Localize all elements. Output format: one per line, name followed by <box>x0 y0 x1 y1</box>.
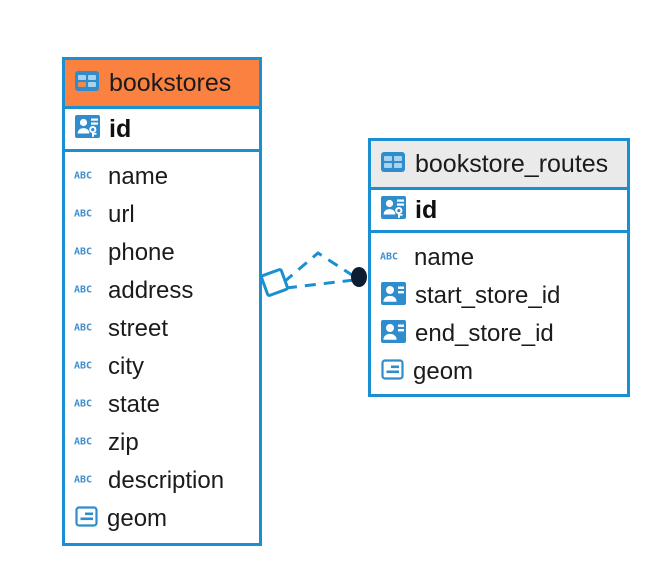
abc-text-icon: ABC <box>74 433 100 454</box>
svg-text:ABC: ABC <box>74 474 92 485</box>
field-label: start_store_id <box>415 282 561 309</box>
abc-text-icon: ABC <box>74 357 100 378</box>
primary-key-icon <box>74 113 101 145</box>
relationship-line-upper <box>283 251 356 284</box>
field-label: geom <box>107 505 168 532</box>
field-row-primary-key[interactable]: id <box>371 187 627 233</box>
field-label: end_store_id <box>415 320 554 347</box>
relationship-line-lower <box>285 278 355 290</box>
svg-text:ABC: ABC <box>74 398 92 409</box>
field-label: phone <box>108 239 175 266</box>
entity-table-bookstores[interactable]: bookstores id <box>62 57 262 546</box>
abc-text-icon: ABC <box>380 248 406 269</box>
field-label: description <box>108 467 225 494</box>
entity-title: bookstores <box>109 68 232 97</box>
field-row-start-store-id[interactable]: start_store_id <box>371 277 627 315</box>
field-row-geom[interactable]: geom <box>65 500 259 538</box>
field-row-street[interactable]: ABC street <box>65 310 259 348</box>
field-row-phone[interactable]: ABC phone <box>65 234 259 272</box>
abc-text-icon: ABC <box>74 471 100 492</box>
abc-text-icon: ABC <box>74 167 100 188</box>
field-row-description[interactable]: ABC description <box>65 462 259 500</box>
field-label: id <box>109 114 132 143</box>
field-row-geom[interactable]: geom <box>371 353 627 391</box>
geometry-icon <box>380 357 405 387</box>
abc-text-icon: ABC <box>74 243 100 264</box>
abc-text-icon: ABC <box>74 319 100 340</box>
field-list-bookstore-routes: ABC name start_store_id <box>371 233 627 397</box>
geometry-icon <box>74 504 99 534</box>
field-label: geom <box>413 358 474 385</box>
field-row-name[interactable]: ABC name <box>371 239 627 277</box>
svg-text:ABC: ABC <box>74 246 92 257</box>
relationship-diamond-endpoint <box>260 268 289 297</box>
field-row-zip[interactable]: ABC zip <box>65 424 259 462</box>
field-label: zip <box>108 429 139 456</box>
foreign-key-icon <box>380 280 407 312</box>
field-row-primary-key[interactable]: id <box>65 106 259 152</box>
field-row-state[interactable]: ABC state <box>65 386 259 424</box>
field-label: street <box>108 315 169 342</box>
foreign-key-icon <box>380 318 407 350</box>
field-list-bookstores: ABC name ABC url ABC <box>65 152 259 544</box>
svg-text:ABC: ABC <box>74 436 92 447</box>
field-label: city <box>108 353 144 380</box>
abc-text-icon: ABC <box>74 281 100 302</box>
entity-table-bookstore-routes[interactable]: bookstore_routes id <box>368 138 630 397</box>
svg-text:ABC: ABC <box>74 322 92 333</box>
field-row-city[interactable]: ABC city <box>65 348 259 386</box>
entity-header-bookstores[interactable]: bookstores <box>65 60 259 106</box>
field-row-address[interactable]: ABC address <box>65 272 259 310</box>
table-icon <box>380 149 406 180</box>
field-row-name[interactable]: ABC name <box>65 158 259 196</box>
field-label: state <box>108 391 161 418</box>
field-row-end-store-id[interactable]: end_store_id <box>371 315 627 353</box>
relationship-circle-endpoint <box>351 267 367 287</box>
svg-text:ABC: ABC <box>74 284 92 295</box>
abc-text-icon: ABC <box>74 395 100 416</box>
primary-key-icon <box>380 194 407 226</box>
entity-title: bookstore_routes <box>415 149 609 178</box>
svg-text:ABC: ABC <box>74 208 92 219</box>
field-label: name <box>108 163 169 190</box>
svg-text:ABC: ABC <box>74 170 92 181</box>
abc-text-icon: ABC <box>74 205 100 226</box>
field-label: address <box>108 277 194 304</box>
svg-text:ABC: ABC <box>74 360 92 371</box>
field-label: id <box>415 195 438 224</box>
field-label: name <box>414 244 475 271</box>
table-icon <box>74 68 100 99</box>
entity-header-bookstore-routes[interactable]: bookstore_routes <box>371 141 627 187</box>
field-label: url <box>108 201 135 228</box>
svg-text:ABC: ABC <box>380 251 398 262</box>
field-row-url[interactable]: ABC url <box>65 196 259 234</box>
